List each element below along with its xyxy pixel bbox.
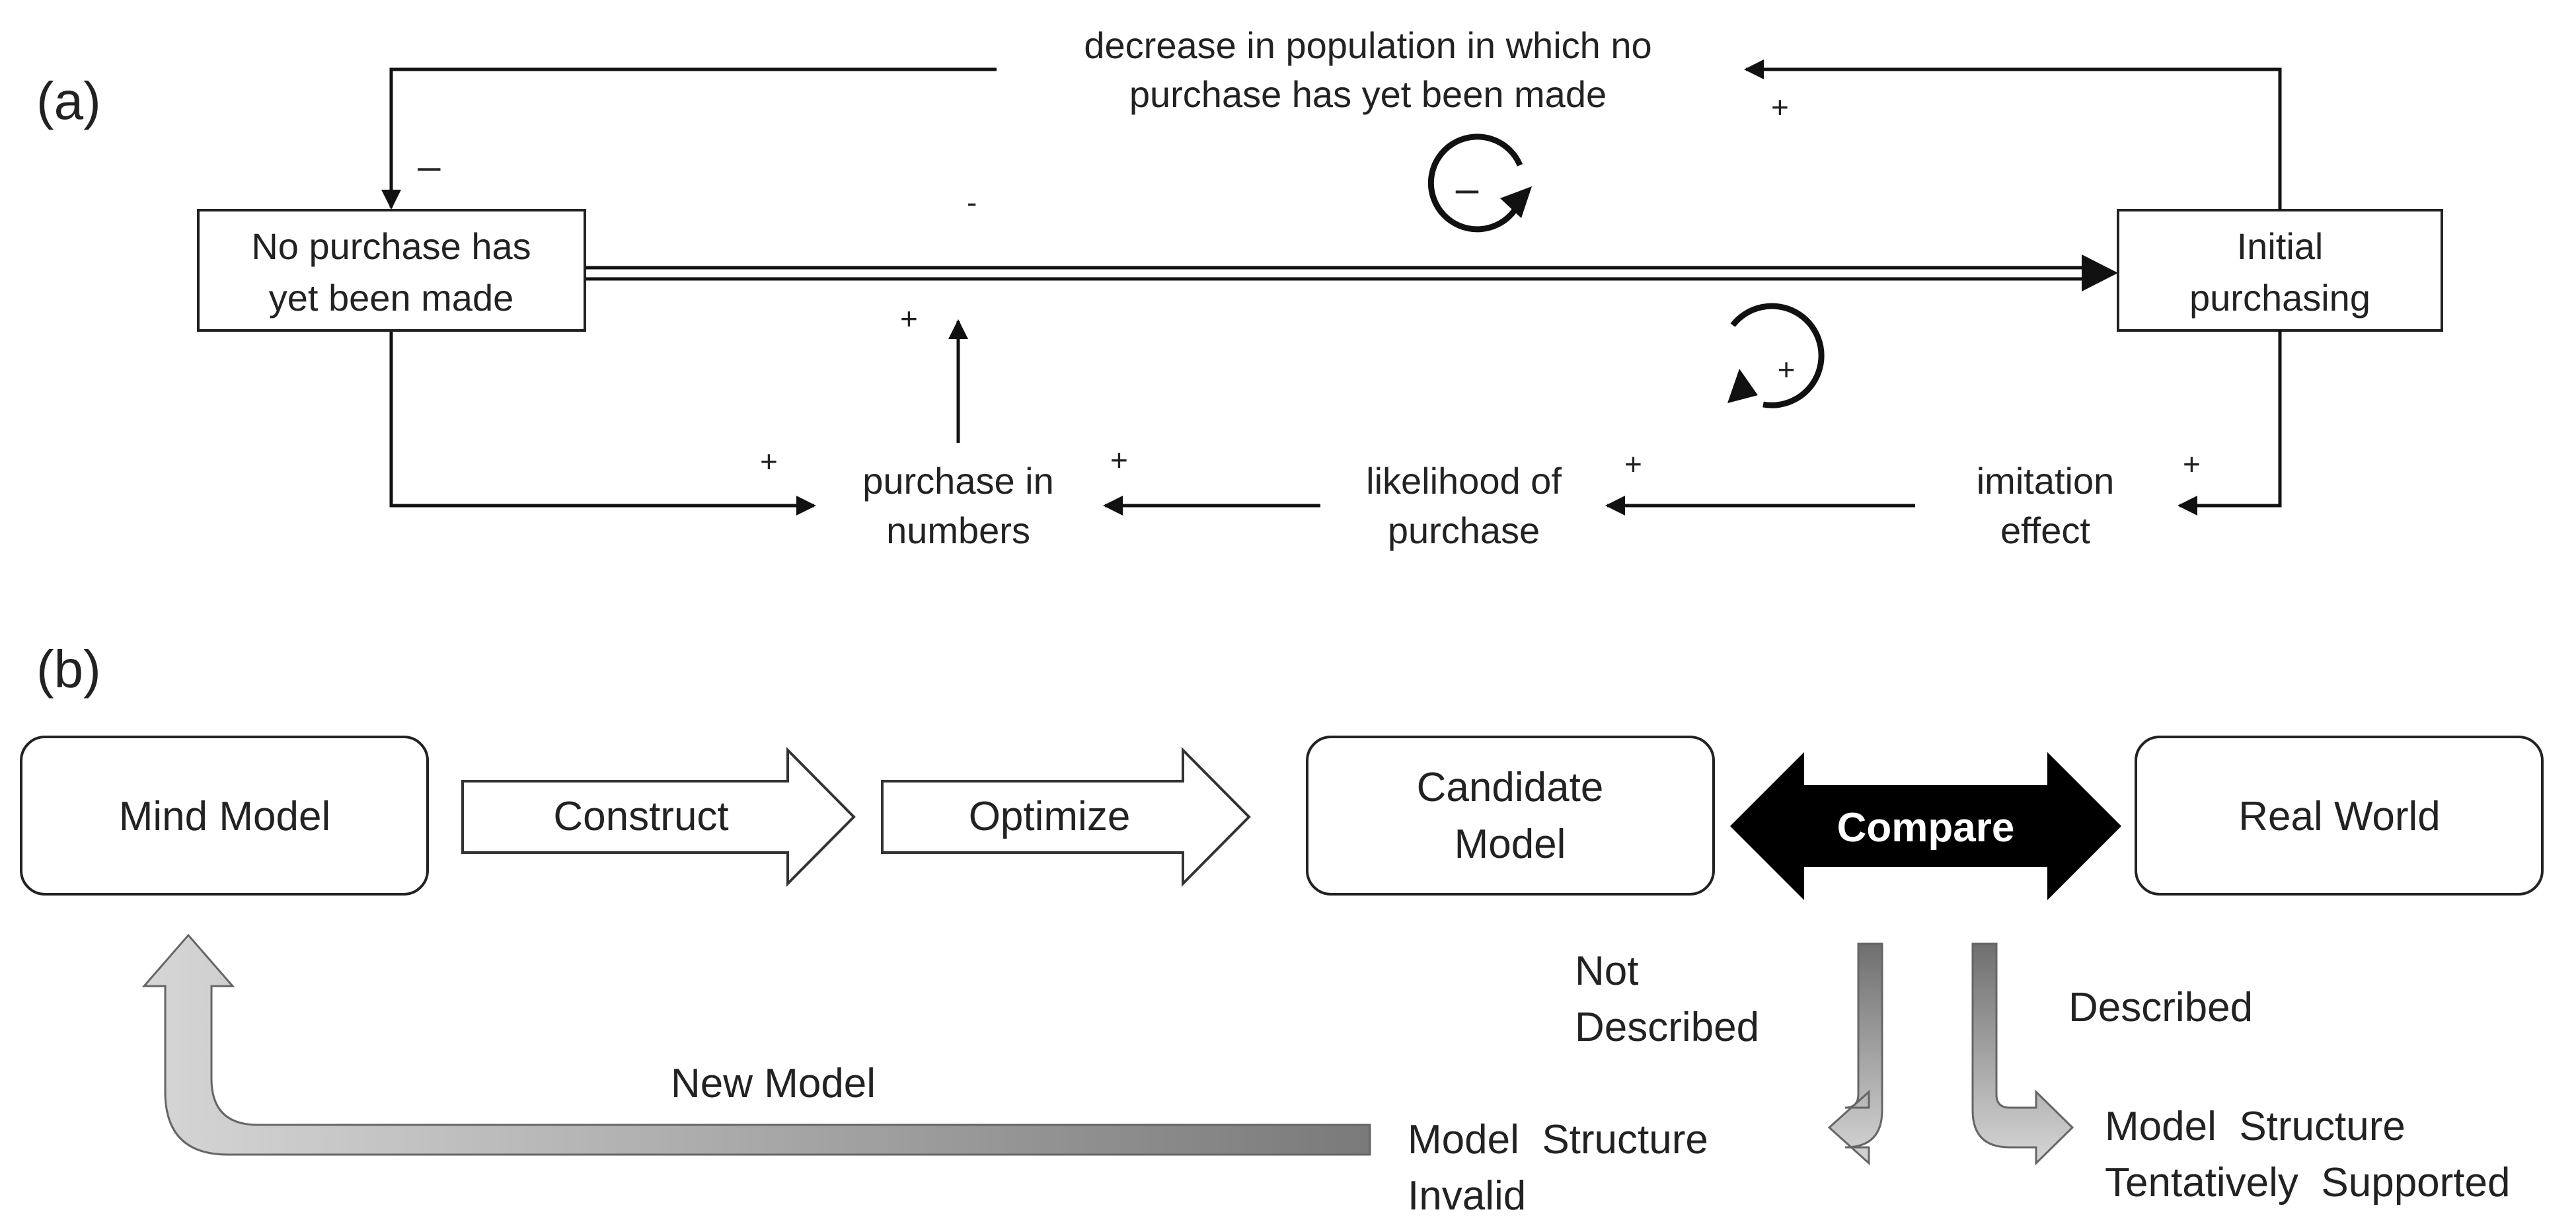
reinforcing-loop-icon: + (1727, 303, 1825, 408)
no-purchase-line-1: No purchase has (251, 225, 531, 267)
initial-purchasing-line-2: purchasing (2189, 277, 2370, 319)
construct-arrow (461, 747, 856, 887)
compare-label: Compare (1837, 805, 2015, 851)
decrease-population-line-2: purchase has yet been made (1129, 73, 1607, 115)
polarity-sign: + (760, 444, 778, 478)
model-invalid-line-1: Model Structure (1408, 1117, 1708, 1163)
balancing-loop-sign: – (1456, 166, 1479, 211)
polarity-sign: - (967, 185, 977, 219)
panel-b-label: (b) (36, 640, 101, 699)
initial-purchasing-box (2117, 209, 2443, 332)
balancing-loop-icon: – (1427, 134, 1532, 233)
flow-arrowhead (2082, 254, 2118, 291)
no-purchase-line-2: yet been made (269, 277, 513, 319)
polarity-sign: + (2183, 447, 2201, 481)
new-model-label: New Model (671, 1061, 876, 1106)
construct-label: Construct (553, 794, 728, 839)
panel-a: (a) No purchase has yet been made Initia… (36, 24, 2443, 551)
candidate-model-box (1306, 736, 1715, 896)
real-world-box (2135, 736, 2544, 896)
panel-b: (b) Mind Model Construct Optimize Candid… (20, 640, 2544, 1219)
model-supported-line-2: Tentatively Supported (2105, 1160, 2511, 1205)
not-described-line-1: Not (1575, 948, 1638, 994)
optimize-label: Optimize (969, 794, 1131, 839)
not-described-arrow (1827, 942, 1883, 1166)
described-label: Described (2068, 985, 2253, 1030)
likelihood-line-1: likelihood of (1366, 460, 1562, 502)
candidate-model-line-2: Model (1455, 822, 1566, 867)
decrease-population-line-1: decrease in population in which no (1084, 24, 1651, 66)
no-purchase-box (197, 209, 586, 332)
polarity-sign: + (1771, 90, 1789, 124)
new-model-arrow (141, 933, 1371, 1156)
imitation-line-1: imitation (1977, 460, 2115, 502)
real-world-label: Real World (2238, 794, 2441, 839)
initial-to-imitation-link (2178, 330, 2282, 516)
reinforcing-loop-sign: + (1778, 352, 1796, 387)
mind-model-box (20, 736, 429, 896)
described-arrow (1971, 942, 2074, 1166)
stock-to-purchase-link (389, 332, 816, 516)
initial-purchasing-line-1: Initial (2237, 225, 2324, 267)
polarity-sign: + (1110, 443, 1128, 477)
panel-a-label: (a) (36, 71, 101, 130)
top-right-link (1744, 59, 2282, 210)
model-supported-line-1: Model Structure (2105, 1104, 2406, 1149)
not-described-line-2: Described (1575, 1005, 1759, 1050)
candidate-model-line-1: Candidate (1417, 765, 1604, 810)
optimize-arrow (881, 747, 1251, 887)
node-initial-purchasing: Initial purchasing (2117, 209, 2443, 332)
top-left-link (381, 67, 997, 210)
likelihood-line-2: purchase (1388, 510, 1540, 551)
model-invalid-line-2: Invalid (1408, 1173, 1526, 1219)
flow-pipe (586, 254, 2118, 291)
polarity-sign: + (900, 301, 918, 336)
compare-arrow (1730, 752, 2121, 900)
purchase-in-numbers-line-1: purchase in (862, 460, 1054, 502)
purchase-in-numbers-line-2: numbers (886, 510, 1030, 551)
imitation-line-2: effect (2000, 510, 2090, 551)
node-no-purchase: No purchase has yet been made (197, 209, 586, 332)
polarity-sign: – (418, 143, 441, 189)
polarity-sign: + (1624, 447, 1642, 481)
mind-model-label: Mind Model (119, 794, 330, 839)
